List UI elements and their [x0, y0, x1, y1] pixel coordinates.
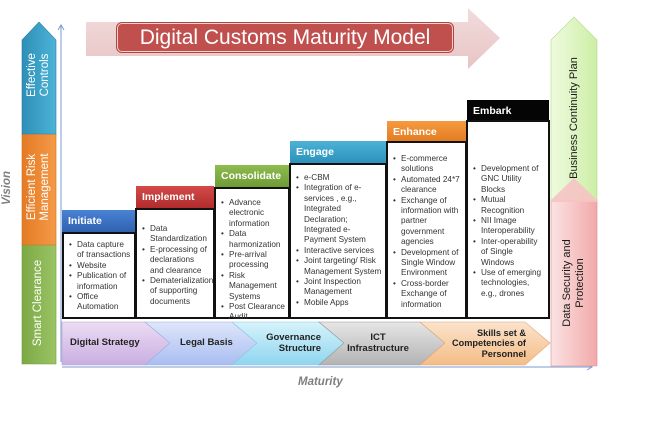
stage-list-enhance: E-commerce solutions Automated 24*7 clea… [392, 154, 462, 310]
list-item: Inter-operability of Single Windows [472, 237, 545, 268]
diagram-title: Digital Customs Maturity Model [117, 23, 453, 52]
list-item: E-commerce solutions [392, 154, 462, 175]
list-item: Website [68, 261, 131, 272]
list-item: Publication of information [68, 271, 131, 292]
list-item: Joint Inspection Management [295, 277, 382, 298]
list-item: Advance electronic information [220, 198, 285, 229]
stage-header-engage: Engage [290, 141, 386, 163]
stage-list-engage: e-CBM Integration of e-services , e.g., … [295, 173, 382, 309]
stage-panel-embark: Development of GNC Utility Blocks Mutual… [466, 120, 550, 319]
stage-header-enhance: Enhance [387, 121, 466, 143]
stage-header-initiate: Initiate [62, 210, 136, 232]
list-item: Exchange of information with partner gov… [392, 196, 462, 248]
pillar-effective-controls [21, 21, 57, 135]
stage-panel-consolidate: Advance electronic information Data harm… [214, 187, 290, 321]
list-item: Dematerialization of supporting document… [141, 276, 213, 307]
pillar-data-security-top [551, 178, 597, 202]
foundation-chevron-4 [419, 321, 551, 366]
foundation-label-ict: ICT Infrastructure [347, 331, 409, 354]
list-item: Post Clearance Audit [220, 302, 285, 323]
list-item: Development of Single Window Environment [392, 248, 462, 279]
list-item: Mobile Apps [295, 298, 382, 309]
foundation-label-governance: Governance Structure [266, 331, 321, 354]
maturity-axis-label: Maturity [298, 376, 343, 388]
vision-axis-head [57, 24, 65, 31]
stage-list-embark: Development of GNC Utility Blocks Mutual… [472, 164, 545, 299]
pillar-label-business-continuity: Business Continuity Plan [567, 57, 580, 179]
list-item: E-processing of declarations and clearan… [141, 245, 210, 276]
stage-panel-engage: e-CBM Integration of e-services , e.g., … [289, 163, 387, 319]
pillar-label-effective-controls: Effective Controls [25, 53, 51, 97]
list-item: Risk Management Systems [220, 271, 285, 302]
stage-panel-implement: Data Standardization E-processing of dec… [135, 208, 215, 319]
list-item: Data harmonization [220, 229, 285, 250]
list-item: Integration of e-services , e.g., Integr… [295, 183, 382, 245]
list-item: NII Image Interoperability [472, 216, 545, 237]
vision-axis-label: Vision [1, 170, 14, 206]
stage-header-embark: Embark [467, 100, 549, 122]
stage-panel-initiate: Data capture of transactions Website Pub… [62, 232, 136, 319]
foundation-label-legal-basis: Legal Basis [180, 337, 233, 349]
list-item: Cross-border Exchange of information [392, 279, 462, 310]
pillar-label-smart-clearance: Smart Clearance [32, 259, 45, 347]
list-item: Development of GNC Utility Blocks [472, 164, 545, 195]
list-item: Office Automation [68, 292, 131, 313]
foundation-label-digital-strategy: Digital Strategy [70, 337, 140, 349]
list-item: Mutual Recognition [472, 195, 545, 216]
stage-header-consolidate: Consolidate [215, 165, 289, 187]
pillar-label-efficient-risk: Efficient Risk Management [25, 153, 51, 221]
list-item: Data Standardization [141, 224, 210, 245]
pillar-label-data-security: Data Security and Protection [561, 239, 586, 327]
list-item: e-CBM [295, 173, 382, 184]
stage-panel-enhance: E-commerce solutions Automated 24*7 clea… [386, 141, 467, 319]
list-item: Automated 24*7 clearance [392, 175, 462, 196]
stage-list-consolidate: Advance electronic information Data harm… [220, 198, 285, 323]
stage-list-initiate: Data capture of transactions Website Pub… [68, 240, 131, 313]
stage-list-implement: Data Standardization E-processing of dec… [141, 224, 213, 307]
list-item: Joint targeting/ Risk Management System [295, 256, 382, 277]
stage-header-implement: Implement [136, 186, 214, 208]
foundation-label-skills: Skills set & Competencies of Personnel [451, 327, 526, 359]
list-item: Use of emerging technologies, e.g., dron… [472, 268, 545, 299]
list-item: Data capture of transactions [68, 240, 131, 261]
list-item: Pre-arrival processing [220, 250, 285, 271]
list-item: Interactive services [295, 246, 382, 257]
